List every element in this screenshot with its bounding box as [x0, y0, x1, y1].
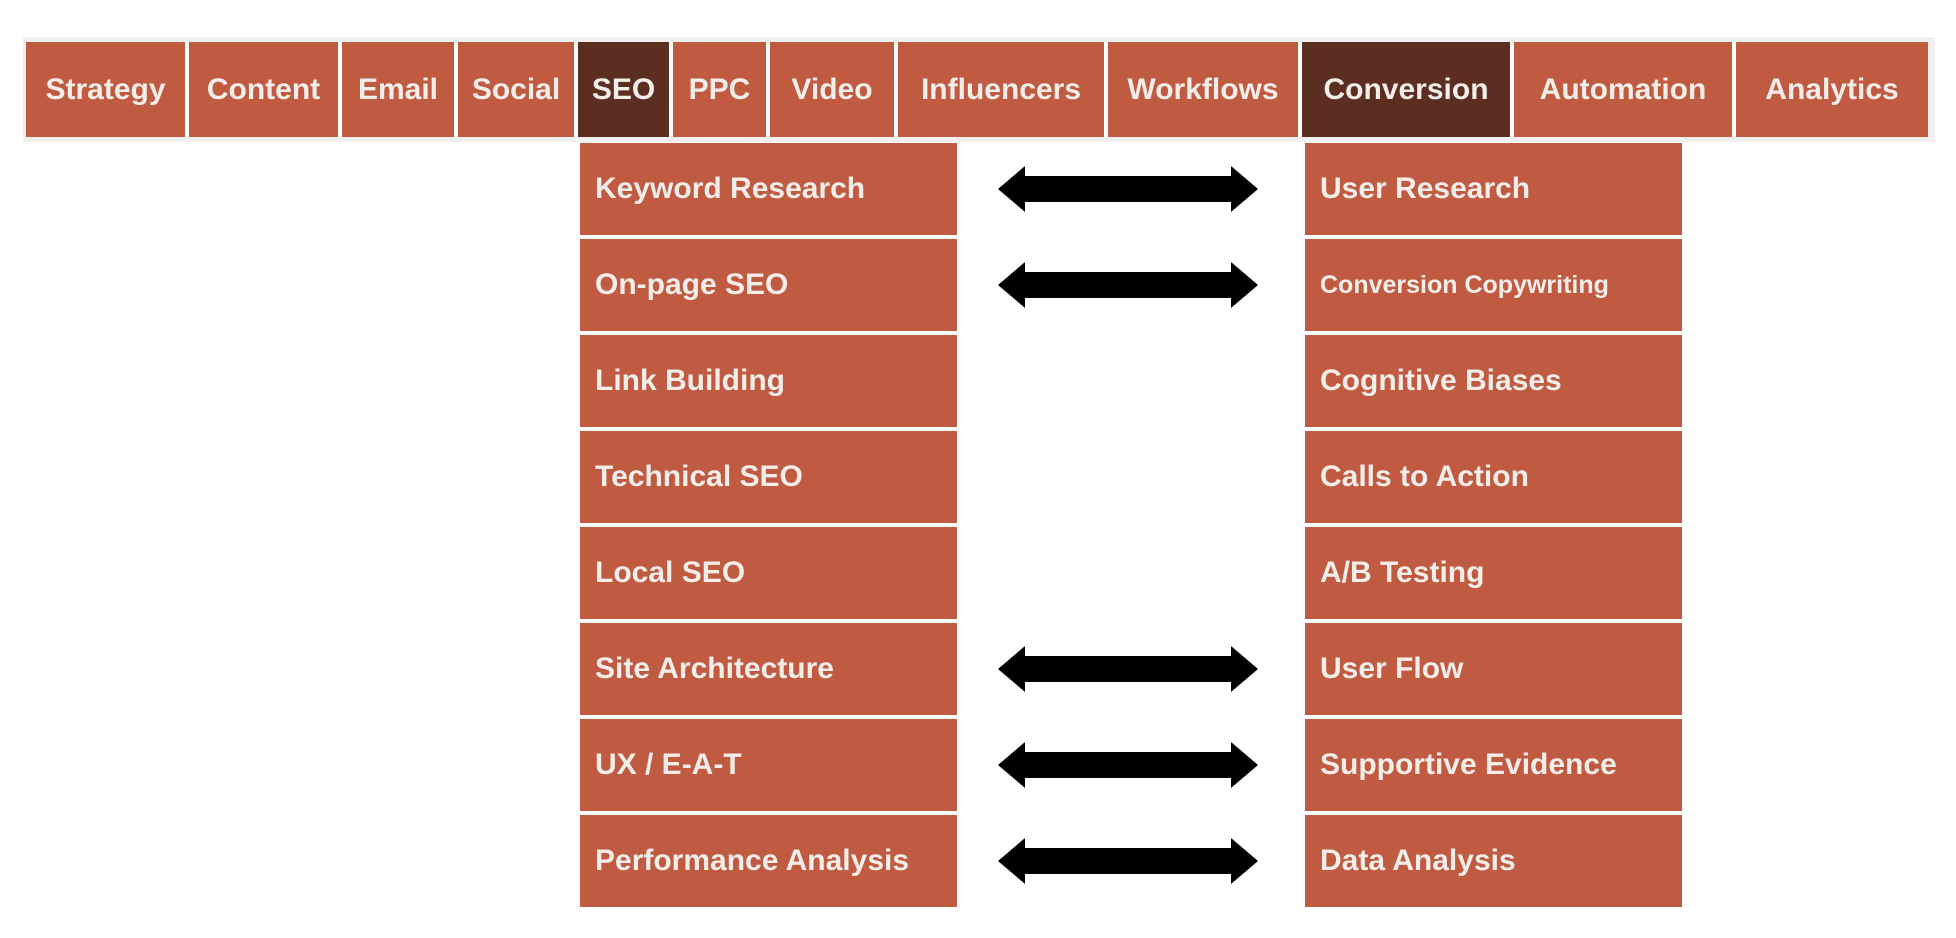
arrow-slot-2: [998, 239, 1258, 331]
conversion-item-user-research: User Research: [1305, 143, 1682, 235]
seo-item-ux-eat: UX / E-A-T: [580, 719, 957, 811]
arrow-slot-8: [998, 815, 1258, 907]
tab-email[interactable]: Email: [342, 42, 454, 137]
tab-conversion[interactable]: Conversion: [1302, 42, 1510, 137]
tab-ppc[interactable]: PPC: [673, 42, 766, 137]
double-arrow-icon: [998, 838, 1258, 884]
double-arrow-icon: [998, 646, 1258, 692]
seo-item-keyword-research: Keyword Research: [580, 143, 957, 235]
double-arrow-icon: [998, 742, 1258, 788]
conversion-item-ab-testing: A/B Testing: [1305, 527, 1682, 619]
tab-automation[interactable]: Automation: [1514, 42, 1732, 137]
arrow-slot-3: [998, 335, 1258, 427]
seo-item-on-page-seo: On-page SEO: [580, 239, 957, 331]
seo-item-technical-seo: Technical SEO: [580, 431, 957, 523]
tab-social[interactable]: Social: [458, 42, 574, 137]
conversion-item-cognitive-biases: Cognitive Biases: [1305, 335, 1682, 427]
double-arrow-icon: [998, 262, 1258, 308]
tab-analytics[interactable]: Analytics: [1736, 42, 1928, 137]
arrow-slot-5: [998, 527, 1258, 619]
conversion-item-user-flow: User Flow: [1305, 623, 1682, 715]
tab-strategy[interactable]: Strategy: [26, 42, 185, 137]
seo-column: Keyword Research On-page SEO Link Buildi…: [580, 143, 957, 907]
conversion-item-calls-to-action: Calls to Action: [1305, 431, 1682, 523]
seo-item-local-seo: Local SEO: [580, 527, 957, 619]
conversion-item-supportive-evidence: Supportive Evidence: [1305, 719, 1682, 811]
tab-workflows[interactable]: Workflows: [1108, 42, 1298, 137]
conversion-column: User Research Conversion Copywriting Cog…: [1305, 143, 1682, 907]
tab-influencers[interactable]: Influencers: [898, 42, 1104, 137]
seo-item-site-architecture: Site Architecture: [580, 623, 957, 715]
seo-item-link-building: Link Building: [580, 335, 957, 427]
conversion-item-conversion-copywriting: Conversion Copywriting: [1305, 239, 1682, 331]
arrow-slot-6: [998, 623, 1258, 715]
arrow-slot-1: [998, 143, 1258, 235]
tab-bar: Strategy Content Email Social SEO PPC Vi…: [26, 42, 1928, 137]
arrow-slot-7: [998, 719, 1258, 811]
tab-video[interactable]: Video: [770, 42, 894, 137]
conversion-item-data-analysis: Data Analysis: [1305, 815, 1682, 907]
seo-item-performance-analysis: Performance Analysis: [580, 815, 957, 907]
double-arrow-icon: [998, 166, 1258, 212]
tab-seo[interactable]: SEO: [578, 42, 669, 137]
arrow-lane: [998, 143, 1258, 907]
arrow-slot-4: [998, 431, 1258, 523]
tab-content[interactable]: Content: [189, 42, 338, 137]
